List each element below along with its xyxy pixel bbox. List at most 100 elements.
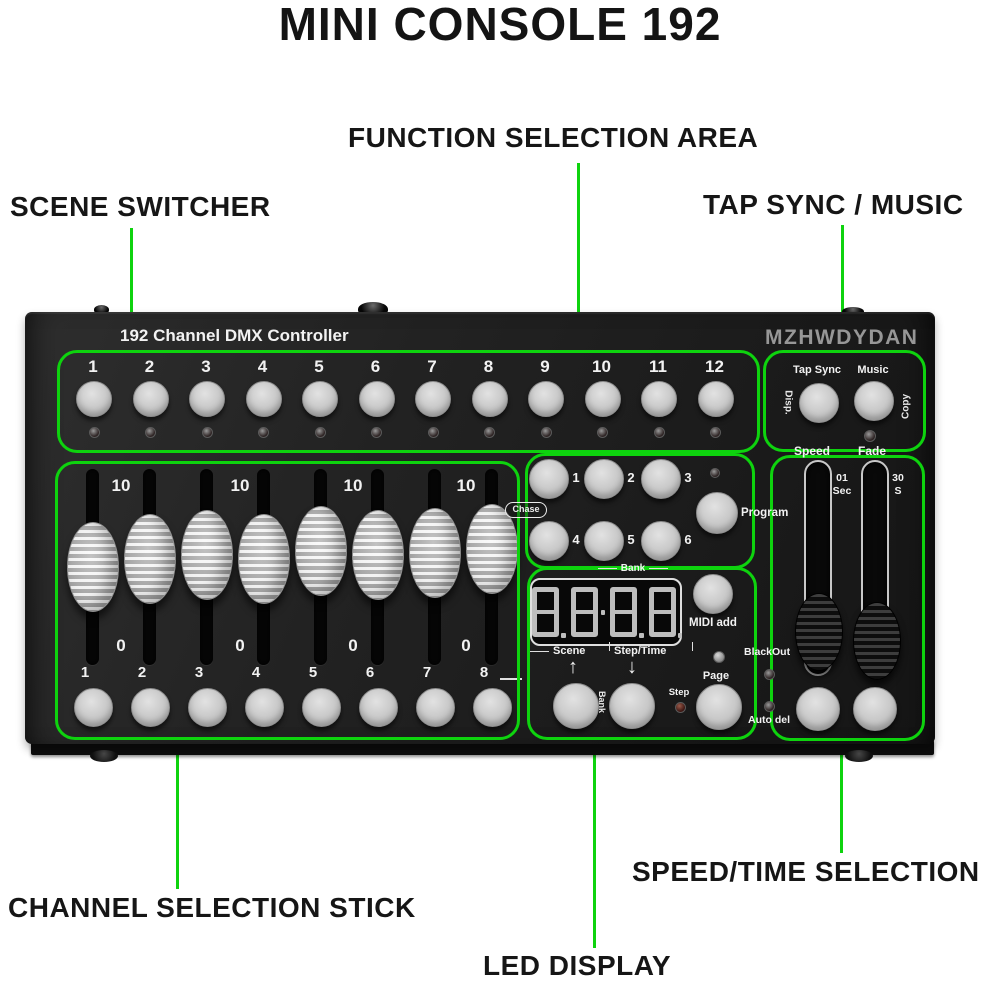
bank-up-arrow-icon: ↑ <box>568 656 578 678</box>
fader-scale-top: 10 <box>230 476 250 495</box>
channel-button-5[interactable] <box>301 688 341 727</box>
scene-button-number: 5 <box>314 357 324 376</box>
channel-fader-knob-1[interactable] <box>67 522 119 612</box>
label-tap-sync-music: TAP SYNC / MUSIC <box>703 189 964 220</box>
scene-button-number: 8 <box>483 357 494 376</box>
scene-button-10[interactable] <box>584 381 621 417</box>
scene-button-3[interactable] <box>189 381 225 417</box>
page-button[interactable] <box>696 684 742 730</box>
channel-fader-knob-4[interactable] <box>238 514 290 604</box>
tap-sync-button[interactable] <box>799 383 839 423</box>
scene-button-number: 3 <box>201 357 211 376</box>
channel-button-4[interactable] <box>244 688 284 727</box>
function-button-1[interactable] <box>529 459 569 499</box>
bank-up-button[interactable] <box>553 683 599 729</box>
fader-scale-top: 10 <box>111 476 131 495</box>
seven-seg-digit <box>610 587 638 637</box>
channel-button-8[interactable] <box>472 688 512 727</box>
scene-button-2[interactable] <box>132 381 169 417</box>
scene-bracket-line <box>530 651 549 652</box>
top-screw-right <box>842 307 864 316</box>
auto-del-led <box>764 701 775 712</box>
scene-led <box>710 427 721 438</box>
seven-seg-digit <box>532 587 560 637</box>
scene-button-11[interactable] <box>641 381 677 417</box>
channel-fader-knob-3[interactable] <box>181 510 233 600</box>
scene-button-number: 12 <box>705 357 724 376</box>
scene-button-number: 11 <box>649 357 667 376</box>
label-function-selection-area: FUNCTION SELECTION AREA <box>348 122 759 153</box>
channel-fader-knob-5[interactable] <box>295 506 347 596</box>
speed-fader-knob[interactable] <box>795 593 843 671</box>
disp-label: Disp. <box>782 390 794 415</box>
scene-button-number: 9 <box>540 357 550 376</box>
scene-button-number: 4 <box>257 357 268 376</box>
step-label: Step <box>668 687 690 698</box>
channel-fader-knob-8[interactable] <box>466 504 518 594</box>
scene-button-6[interactable] <box>358 381 395 417</box>
scene-led <box>314 427 326 438</box>
label-led-display: LED DISPLAY <box>483 950 672 981</box>
function-button-number: 4 <box>572 532 580 547</box>
channel-fader-knob-6[interactable] <box>352 510 404 600</box>
channel-button-7[interactable] <box>415 688 455 727</box>
channel-button-number: 5 <box>308 664 318 681</box>
speed-button[interactable] <box>796 687 840 731</box>
scene-led <box>258 427 269 438</box>
chase-label: Chase <box>505 502 547 518</box>
fade-button[interactable] <box>853 687 897 731</box>
channel-button-number: 4 <box>251 664 261 681</box>
scene-led <box>653 427 665 438</box>
channel-button-1[interactable] <box>73 688 113 727</box>
scene-button-5[interactable] <box>302 381 338 417</box>
led-display-panel <box>530 578 682 646</box>
scene-led <box>88 427 100 438</box>
dmx-controller: 192 Channel DMX Controller MZHWDYDAN Tap… <box>25 312 935 744</box>
channel-button-2[interactable] <box>130 688 170 727</box>
fade-fader-knob[interactable] <box>853 602 901 680</box>
callout-line-channel <box>176 733 179 889</box>
midi-add-button[interactable] <box>693 574 733 614</box>
scene-led <box>484 427 495 438</box>
function-button-number: 2 <box>627 470 635 485</box>
step-led <box>675 702 686 713</box>
bank-down-button[interactable] <box>609 683 655 729</box>
function-button-4[interactable] <box>529 521 569 561</box>
program-button[interactable] <box>696 492 738 534</box>
midi-add-label: MIDI add <box>689 617 737 629</box>
scene-button-4[interactable] <box>245 381 282 417</box>
channel-button-number: 2 <box>137 664 147 681</box>
channel-button-3[interactable] <box>187 688 227 727</box>
fader-scale-bottom: 0 <box>235 636 245 655</box>
fade-label: Fade <box>857 444 886 458</box>
step-bracket-right <box>692 642 693 651</box>
channel-button-number: 8 <box>479 664 489 681</box>
channel-fader-knob-7[interactable] <box>409 508 461 598</box>
scene-led <box>201 427 213 438</box>
function-button-5[interactable] <box>584 521 624 561</box>
function-button-number: 6 <box>684 532 692 547</box>
channel-button-number: 3 <box>194 664 204 681</box>
label-speed-time-selection: SPEED/TIME SELECTION <box>632 856 980 887</box>
scene-button-1[interactable] <box>76 381 112 417</box>
fader-scale-bottom: 0 <box>348 636 358 655</box>
scene-led <box>145 427 156 438</box>
callout-line-tap <box>841 225 844 352</box>
scene-button-8[interactable] <box>471 381 508 417</box>
scene-button-7[interactable] <box>415 381 451 417</box>
channel-button-6[interactable] <box>358 688 398 727</box>
function-button-6[interactable] <box>641 521 681 561</box>
page-title: MINI CONSOLE 192 <box>278 0 722 50</box>
channel-button-number: 1 <box>80 664 90 681</box>
channel-fader-knob-2[interactable] <box>124 514 176 604</box>
scene-button-12[interactable] <box>697 381 734 417</box>
function-button-3[interactable] <box>641 459 681 499</box>
function-button-number: 3 <box>684 470 692 485</box>
function-button-2[interactable] <box>584 459 624 499</box>
music-button[interactable] <box>854 381 894 421</box>
callout-line-speed <box>840 735 843 853</box>
scene-button-9[interactable] <box>528 381 564 417</box>
